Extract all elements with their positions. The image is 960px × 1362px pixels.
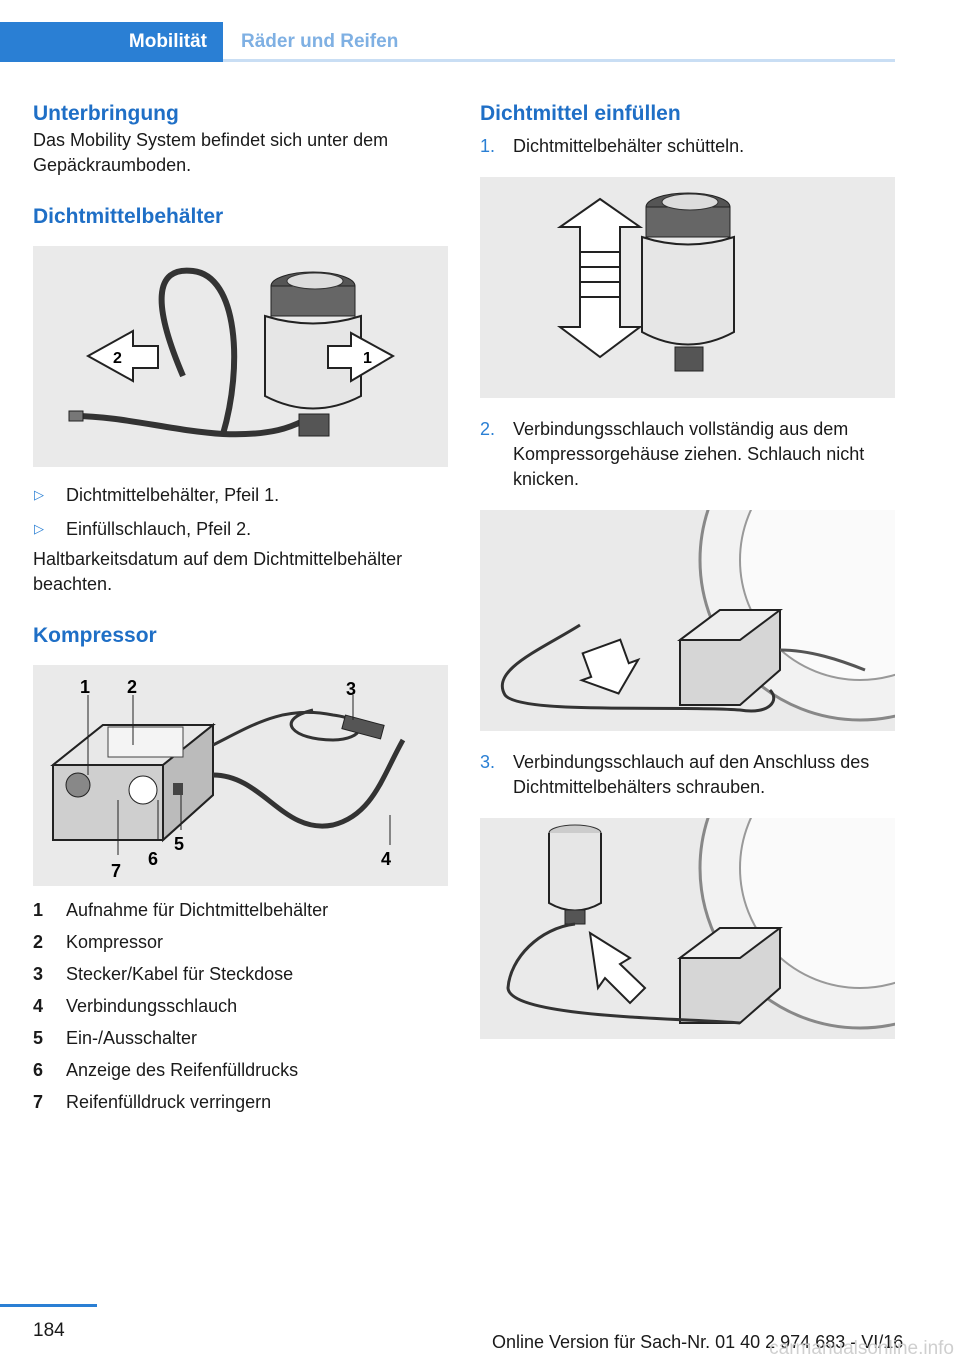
figure-compressor: 1 2 3 4 5 6 7 bbox=[33, 665, 448, 886]
figure-pull-hose bbox=[480, 510, 895, 731]
page-number: 184 bbox=[33, 1320, 65, 1341]
unterbringung-text: Das Mobility System befindet sich unter … bbox=[33, 130, 389, 175]
sealant-container-illustration: 2 1 bbox=[68, 267, 396, 438]
pull-hose-illustration bbox=[501, 510, 895, 722]
svg-text:4: 4 bbox=[381, 849, 391, 869]
bullet-item: ▷Einfüllschlauch, Pfeil 2. bbox=[33, 512, 447, 546]
heading-kompressor: Kompressor bbox=[33, 624, 157, 647]
triangle-bullet-icon: ▷ bbox=[34, 487, 44, 502]
heading-dichtmittel-einfuellen: Dichtmittel einfüllen bbox=[480, 102, 681, 125]
tab-underline bbox=[223, 59, 895, 62]
svg-text:1: 1 bbox=[80, 677, 90, 697]
svg-text:6: 6 bbox=[148, 849, 158, 869]
figure-screw-hose bbox=[480, 818, 895, 1039]
tab-mobilitaet[interactable]: Mobilität bbox=[0, 22, 223, 62]
compressor-illustration: 1 2 3 4 5 6 7 bbox=[50, 677, 406, 881]
bullet-item: ▷Dichtmittelbehälter, Pfeil 1. bbox=[33, 478, 447, 512]
screw-hose-illustration bbox=[506, 818, 895, 1030]
step-item: 1.Dichtmittelbehälter schütteln. bbox=[480, 136, 745, 156]
arrow-2-icon: 2 bbox=[85, 329, 159, 383]
left-column: Unterbringung Das Mobility System befind… bbox=[33, 100, 448, 1118]
pointer-arrow-icon bbox=[588, 931, 647, 1005]
figure-shake-container bbox=[480, 177, 895, 398]
footer-rule bbox=[0, 1304, 97, 1307]
heading-unterbringung: Unterbringung bbox=[33, 102, 179, 125]
triangle-bullet-icon: ▷ bbox=[34, 521, 44, 536]
down-arrow-icon bbox=[578, 638, 641, 695]
step-item: 3.Verbindungsschlauch auf den Anschluss … bbox=[480, 752, 870, 797]
online-version-text: Online Version für Sach-Nr. 01 40 2 974 … bbox=[492, 1332, 904, 1352]
svg-text:1: 1 bbox=[363, 350, 372, 367]
figure-sealant-container: 2 1 bbox=[33, 246, 448, 467]
arrow-1-icon: 1 bbox=[327, 331, 396, 383]
step-item: 2.Verbindungsschlauch vollständig aus de… bbox=[480, 419, 865, 489]
svg-text:2: 2 bbox=[127, 677, 137, 697]
shake-container-illustration bbox=[556, 192, 735, 372]
svg-text:3: 3 bbox=[346, 679, 356, 699]
svg-text:5: 5 bbox=[174, 834, 184, 854]
header-tabs: Mobilität Räder und Reifen bbox=[0, 0, 960, 64]
bullet-list: ▷Dichtmittelbehälter, Pfeil 1. ▷Einfülls… bbox=[33, 478, 447, 546]
svg-text:2: 2 bbox=[113, 350, 122, 367]
steps-list: 1.Dichtmittelbehälter schütteln. 2.Verbi bbox=[480, 134, 895, 1039]
shelf-life-note: Haltbarkeitsdatum auf dem Dichtmittelbeh… bbox=[33, 549, 403, 594]
heading-dichtmittelbehaelter: Dichtmittelbehälter bbox=[33, 205, 224, 228]
tab-raeder-und-reifen[interactable]: Räder und Reifen bbox=[241, 31, 399, 52]
watermark: carmanualsonline.info bbox=[769, 1338, 954, 1359]
up-down-arrow-icon bbox=[556, 197, 644, 359]
svg-text:7: 7 bbox=[111, 861, 121, 881]
right-column: Dichtmittel einfüllen 1.Dichtmittelbehäl… bbox=[480, 100, 895, 1039]
